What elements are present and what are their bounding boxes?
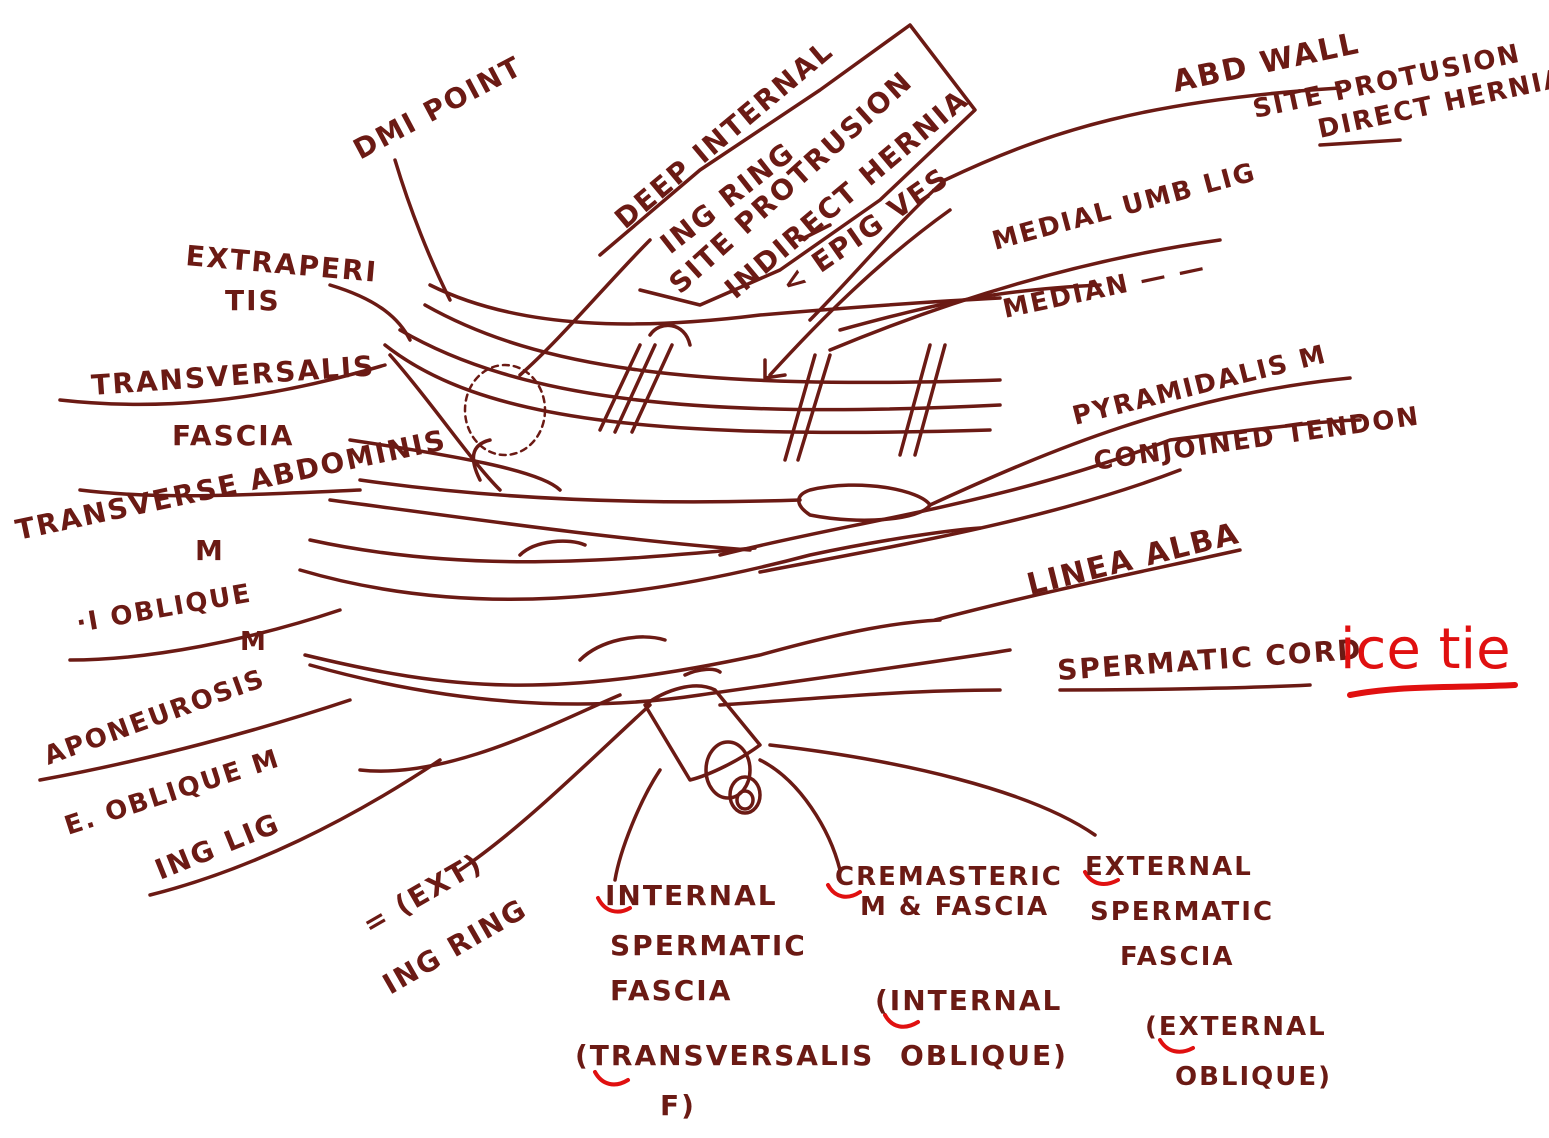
linea-alba-line [933, 548, 1242, 622]
label-cremasteric-4: OBLIQUE) [900, 1039, 1068, 1072]
ice-tie-underline [1347, 682, 1518, 698]
label-median: MEDIAN — — [1000, 252, 1209, 324]
int-sperm-red-mark [596, 896, 632, 914]
cord-ring-2 [728, 775, 762, 815]
label-transversalis-1: TRANSVERSALIS [90, 349, 376, 402]
cord-leader [718, 688, 1002, 707]
median-hatch-1 [898, 343, 932, 457]
transversalis-label-line [58, 363, 387, 407]
layer-strokes [38, 23, 1402, 897]
label-cremasteric-3: (INTERNAL [875, 984, 1062, 1017]
label-int-sperm-5: F) [660, 1089, 696, 1122]
indirect-underline [798, 223, 832, 242]
labels: DMI POINT DEEP INTERNAL ING RING SITE PR… [13, 26, 1549, 1122]
cremasteric-red-mark [826, 883, 862, 899]
label-extraperitoneal-2: TIS [225, 284, 281, 317]
transversalis-line-1 [383, 343, 992, 435]
label-linea-alba: LINEA ALBA [1023, 516, 1243, 603]
epig-arrow-head [763, 358, 787, 380]
spermatic-cord-line [1058, 683, 1312, 692]
label-ice-tie: ice tie [1340, 617, 1511, 682]
label-spermatic-cord: SPERMATIC CORD [1056, 633, 1363, 687]
label-ext-sperm-1: EXTERNAL [1085, 852, 1253, 882]
median-hatch-2 [913, 343, 947, 457]
ext-sperm-red-mark [1083, 870, 1120, 886]
peritoneum-line [428, 283, 1002, 326]
conjoined-tendon-lower [758, 468, 1182, 574]
transverse-abd-upper [358, 478, 802, 504]
deep-ring-cap [518, 539, 587, 557]
ext-oblique-red-mark [1158, 1038, 1195, 1054]
label-int-sperm-3: FASCIA [610, 974, 732, 1007]
deep-ring-circle [463, 363, 547, 457]
transverse-abd-label-line [78, 488, 362, 498]
label-cremasteric-1: CREMASTERIC [835, 862, 1063, 892]
int-oblique-red-mark [883, 1013, 920, 1029]
median-line [838, 283, 1102, 332]
label-ext-sperm-2: SPERMATIC [1090, 897, 1274, 927]
label-ext-sperm-3: FASCIA [1120, 942, 1235, 972]
cremasteric-leader [758, 758, 842, 872]
epig-hatch-2 [613, 343, 657, 434]
conjoined-tendon-upper [718, 418, 1362, 557]
epig-cap [648, 323, 692, 347]
pyramidalis-outline [797, 483, 932, 522]
deep-ring-pointer [518, 238, 652, 377]
ing-lig-label-line [148, 758, 442, 897]
label-mid-point: DMI POINT [348, 49, 528, 166]
aponeurosis-label-line [38, 698, 352, 782]
epig-hatch-3 [630, 343, 674, 434]
ext-oblique-line [358, 693, 622, 773]
int-oblique-upper [308, 538, 757, 564]
cord-ring-1 [704, 740, 752, 800]
transverse-abd-lower [328, 498, 752, 552]
abd-wall-lower-line [398, 328, 1002, 412]
aponeurosis-upper [303, 618, 942, 687]
extraperitoneal-line [328, 283, 412, 342]
label-transverse-abd-2: M [195, 534, 225, 567]
sup-ring-leader [458, 703, 652, 872]
epig-hatch-1 [598, 343, 642, 432]
medial-umb-line [828, 238, 1222, 352]
cord-cap [683, 667, 722, 677]
transversalis-line-2 [348, 438, 562, 492]
medial-hatch-1 [783, 353, 817, 462]
junction-line-1 [388, 353, 502, 492]
label-cremasteric-2: M & FASCIA [860, 892, 1049, 922]
int-sperm-leader [613, 768, 662, 882]
epig-arrow [768, 208, 952, 377]
ext-sperm-leader [768, 743, 1097, 837]
label-int-oblique-1: ·I OBLIQUE [74, 578, 254, 638]
label-int-sperm-1: INTERNAL [605, 879, 778, 912]
transversalis-red-mark [593, 1070, 630, 1087]
label-ext-sperm-4: (EXTERNAL [1145, 1012, 1327, 1042]
medial-hatch-2 [796, 353, 832, 462]
pyramidalis-line [928, 376, 1352, 507]
label-int-sperm-4: (TRANSVERSALIS [575, 1039, 874, 1072]
label-int-sperm-2: SPERMATIC [610, 929, 807, 962]
label-ext-sperm-5: OBLIQUE) [1175, 1062, 1332, 1092]
label-int-oblique-2: M [240, 627, 268, 657]
red-marks [593, 682, 1518, 1087]
aponeurosis-lower [308, 648, 1012, 706]
deep-ring-box [598, 23, 977, 307]
sup-ring-cap [578, 635, 667, 662]
label-extraperitoneal-1: EXTRAPERI [184, 239, 379, 289]
junction-line-2 [471, 438, 492, 482]
midpoint-pointer [393, 158, 452, 302]
cord-ring-3 [735, 789, 755, 811]
int-oblique-label-line [68, 608, 342, 662]
abd-wall-curve [808, 178, 947, 322]
direct-underline [1318, 138, 1402, 147]
label-transversalis-2: FASCIA [172, 419, 294, 452]
int-oblique-lower [298, 526, 982, 601]
abd-wall-line [943, 86, 1342, 182]
